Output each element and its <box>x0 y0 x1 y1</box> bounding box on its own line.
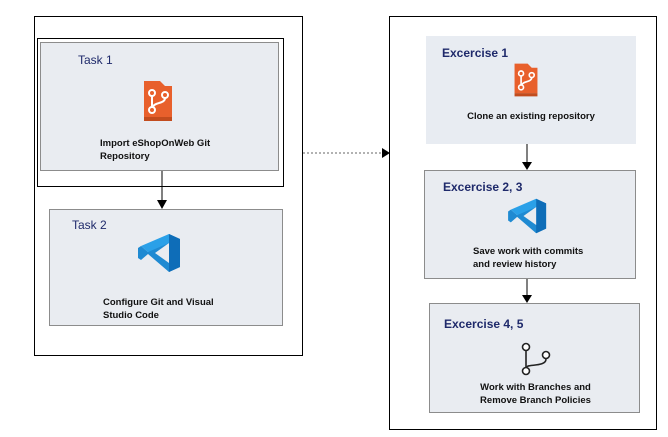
task1-title: Task 1 <box>78 53 113 67</box>
task1-desc: Import eShopOnWeb Git Repository <box>100 138 211 162</box>
exercise3-title: Excercise 4, 5 <box>444 317 524 331</box>
vscode-icon <box>508 197 548 240</box>
vscode-icon <box>138 232 182 279</box>
exercise2-title: Excercise 2, 3 <box>443 180 523 194</box>
exercise3-desc: Work with Branches and Remove Branch Pol… <box>480 382 591 406</box>
git-branch-icon <box>519 342 553 381</box>
task2-desc: Configure Git and Visual Studio Code <box>103 297 214 321</box>
azure-repos-icon <box>509 62 543 103</box>
task2-title: Task 2 <box>72 218 107 232</box>
task2-card: Task 2 Configure Git and Visual Studio C… <box>49 209 283 326</box>
exercise1-card: Excercise 1 Clone an existing repository <box>426 36 636 144</box>
task1-card: Task 1 Import eShopOnWeb Git Repository <box>40 42 279 171</box>
exercise1-desc: Clone an existing repository <box>467 111 595 122</box>
exercise3-card: Excercise 4, 5 Work with Branches and Re… <box>429 303 640 413</box>
azure-repos-icon <box>138 79 178 128</box>
exercise2-desc: Save work with commits and review histor… <box>473 246 584 270</box>
exercise2-card: Excercise 2, 3 Save work with commits an… <box>424 170 636 279</box>
exercise1-title: Excercise 1 <box>442 46 509 60</box>
